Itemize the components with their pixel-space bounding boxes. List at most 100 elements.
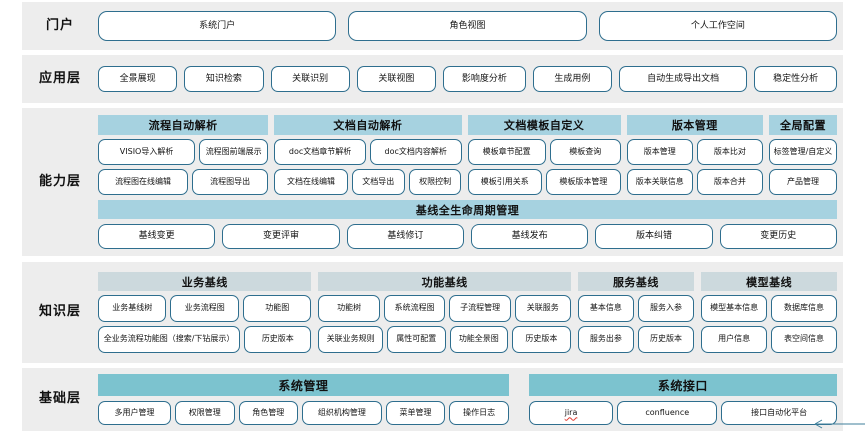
baseline-item-change[interactable]: 基线变更 (98, 224, 216, 249)
capability-column-version-manage: 版本管理 版本管理 版本比对 版本关联信息 版本合并 (626, 115, 763, 195)
knowledge-column-header-business-baseline: 业务基线 (98, 272, 312, 291)
know-item-business-flowchart[interactable]: 业务流程图 (170, 295, 239, 322)
cap-item-doc-content-parse[interactable]: doc文档内容解析 (369, 139, 462, 165)
portal-item-system-portal[interactable]: 系统门户 (98, 11, 337, 41)
cap-item-flowchart-online-edit[interactable]: 流程图在线编辑 (98, 169, 189, 195)
know-item-system-flowchart[interactable]: 系统流程图 (383, 295, 446, 322)
know-item-database-info[interactable]: 数据库信息 (771, 295, 837, 322)
layer-label-portal: 门户 (45, 17, 74, 33)
app-item-knowledge-search[interactable]: 知识检索 (184, 66, 264, 92)
know-item-attribute-configurable[interactable]: 属性可配置 (386, 326, 446, 353)
know-item-function-chart[interactable]: 功能图 (242, 295, 312, 322)
cap-item-tag-manage-custom[interactable]: 标签管理/自定义 (768, 139, 837, 165)
capability-column-doc-template: 文档模板自定义 模板章节配置 模板查询 模板引用关系 模板版本管理 (467, 115, 621, 195)
capability-column-process-parse: 流程自动解析 VISIO导入解析 流程图前端展示 流程图在线编辑 流程图导出 (98, 115, 269, 195)
cap-item-template-reference-relation[interactable]: 模板引用关系 (467, 169, 543, 195)
capability-row: 版本管理 版本比对 (626, 139, 763, 165)
capability-column-grid: 流程自动解析 VISIO导入解析 流程图前端展示 流程图在线编辑 流程图导出 文… (98, 115, 837, 195)
baseline-item-change-review[interactable]: 变更评审 (222, 224, 340, 249)
capability-column-header-version-manage: 版本管理 (626, 115, 763, 135)
capability-row: doc文档章节解析 doc文档内容解析 (274, 139, 462, 165)
cap-item-permission-control[interactable]: 权限控制 (408, 169, 462, 195)
app-item-generate-usecase[interactable]: 生成用例 (532, 66, 612, 92)
capability-row: 文档在线编辑 文档导出 权限控制 (274, 169, 462, 195)
base-item-interface-automation-platform[interactable]: 接口自动化平台 (721, 401, 837, 425)
base-column-grid: 系统管理 多用户管理 权限管理 角色管理 组织机构管理 菜单管理 操作日志 系统… (98, 374, 837, 425)
know-item-function-panorama[interactable]: 功能全景图 (449, 326, 509, 353)
knowledge-row: 用户信息 表空间信息 (701, 326, 837, 353)
baseline-item-version-correction[interactable]: 版本纠错 (595, 224, 713, 249)
know-item-history-version-business[interactable]: 历史版本 (244, 326, 312, 353)
capability-row: 产品管理 (768, 169, 837, 195)
cap-item-version-merge[interactable]: 版本合并 (696, 169, 763, 195)
cap-item-flowchart-frontend-display[interactable]: 流程图前端展示 (199, 139, 269, 165)
baseline-item-release[interactable]: 基线发布 (470, 224, 589, 249)
cap-item-doc-online-edit[interactable]: 文档在线编辑 (274, 169, 348, 195)
app-item-relation-recognition[interactable]: 关联识别 (270, 66, 350, 92)
cap-item-doc-section-parse[interactable]: doc文档章节解析 (274, 139, 366, 165)
know-item-service-input-param[interactable]: 服务入参 (637, 295, 695, 322)
know-item-related-business-rule[interactable]: 关联业务规则 (318, 326, 383, 353)
knowledge-row: 基本信息 服务入参 (577, 295, 695, 322)
layer-body-portal: 系统门户 角色视图 个人工作空间 (98, 11, 843, 41)
base-item-role-manage[interactable]: 角色管理 (238, 401, 299, 425)
cap-item-template-section-config[interactable]: 模板章节配置 (467, 139, 546, 165)
baseline-item-change-history[interactable]: 变更历史 (719, 224, 837, 249)
know-item-basic-info[interactable]: 基本信息 (577, 295, 634, 322)
cap-item-template-query[interactable]: 模板查询 (549, 139, 621, 165)
layer-band-application: 应用层 全景展现 知识检索 关联识别 关联视图 影响度分析 生成用例 自动生成导… (22, 55, 843, 103)
cap-item-doc-export[interactable]: 文档导出 (351, 169, 405, 195)
portal-item-row: 系统门户 角色视图 个人工作空间 (98, 11, 837, 41)
app-item-stability-analysis[interactable]: 稳定性分析 (754, 66, 837, 92)
cap-item-version-manage[interactable]: 版本管理 (626, 139, 693, 165)
base-column-header-system-management: 系统管理 (98, 374, 509, 396)
capability-row: 流程图在线编辑 流程图导出 (98, 169, 269, 195)
decorative-arrow-icon (814, 419, 865, 429)
app-item-auto-generate-export-doc[interactable]: 自动生成导出文档 (619, 66, 748, 92)
layer-body-capability: 流程自动解析 VISIO导入解析 流程图前端展示 流程图在线编辑 流程图导出 文… (98, 115, 843, 249)
know-item-full-business-process-function-chart[interactable]: 全业务流程功能图（搜索/下钻展示） (98, 326, 241, 353)
layer-band-portal: 门户 系统门户 角色视图 个人工作空间 (22, 2, 843, 50)
knowledge-row: 服务出参 历史版本 (577, 326, 695, 353)
know-item-history-version-function[interactable]: 历史版本 (512, 326, 571, 353)
know-item-subprocess-manage[interactable]: 子流程管理 (449, 295, 511, 322)
know-item-tablespace-info[interactable]: 表空间信息 (771, 326, 837, 353)
cap-item-version-compare[interactable]: 版本比对 (696, 139, 763, 165)
base-row: 多用户管理 权限管理 角色管理 组织机构管理 菜单管理 操作日志 (98, 401, 509, 425)
base-item-org-structure-manage[interactable]: 组织机构管理 (302, 401, 382, 425)
portal-item-role-view[interactable]: 角色视图 (348, 11, 587, 41)
cap-item-visio-import-parse[interactable]: VISIO导入解析 (98, 139, 196, 165)
know-item-model-basic-info[interactable]: 模型基本信息 (701, 295, 768, 322)
cap-item-version-relation-info[interactable]: 版本关联信息 (626, 169, 693, 195)
know-item-business-baseline-tree[interactable]: 业务基线树 (98, 295, 167, 322)
cap-item-flowchart-export[interactable]: 流程图导出 (192, 169, 269, 195)
cap-item-template-version-manage[interactable]: 模板版本管理 (546, 169, 621, 195)
know-item-related-service[interactable]: 关联服务 (514, 295, 571, 322)
knowledge-row: 业务基线树 业务流程图 功能图 (98, 295, 312, 322)
base-item-operation-log[interactable]: 操作日志 (449, 401, 509, 425)
base-item-confluence[interactable]: confluence (617, 401, 718, 425)
base-item-multi-user-manage[interactable]: 多用户管理 (98, 401, 171, 425)
know-item-history-version-service[interactable]: 历史版本 (637, 326, 695, 353)
knowledge-column-service-baseline: 服务基线 基本信息 服务入参 服务出参 历史版本 (577, 272, 695, 353)
base-item-jira[interactable]: jira (528, 401, 614, 425)
cap-item-product-manage[interactable]: 产品管理 (768, 169, 837, 195)
know-item-user-info[interactable]: 用户信息 (701, 326, 768, 353)
know-item-function-tree[interactable]: 功能树 (318, 295, 380, 322)
app-item-panorama[interactable]: 全景展现 (98, 66, 178, 92)
knowledge-row: 模型基本信息 数据库信息 (701, 295, 837, 322)
baseline-item-revision[interactable]: 基线修订 (346, 224, 464, 249)
portal-item-personal-workspace[interactable]: 个人工作空间 (598, 11, 837, 41)
layer-body-base: 系统管理 多用户管理 权限管理 角色管理 组织机构管理 菜单管理 操作日志 系统… (98, 374, 843, 425)
base-item-menu-manage[interactable]: 菜单管理 (385, 401, 446, 425)
app-item-impact-analysis[interactable]: 影响度分析 (443, 66, 526, 92)
base-item-permission-manage[interactable]: 权限管理 (174, 401, 235, 425)
knowledge-row: 全业务流程功能图（搜索/下钻展示） 历史版本 (98, 326, 312, 353)
base-column-header-system-interface: 系统接口 (528, 374, 837, 396)
knowledge-row: 关联业务规则 属性可配置 功能全景图 历史版本 (318, 326, 571, 353)
knowledge-column-function-baseline: 功能基线 功能树 系统流程图 子流程管理 关联服务 关联业务规则 属性可配置 功… (318, 272, 571, 353)
know-item-service-output-param[interactable]: 服务出参 (577, 326, 634, 353)
app-item-relation-view[interactable]: 关联视图 (356, 66, 437, 92)
baseline-lifecycle-header: 基线全生命周期管理 (98, 200, 837, 219)
